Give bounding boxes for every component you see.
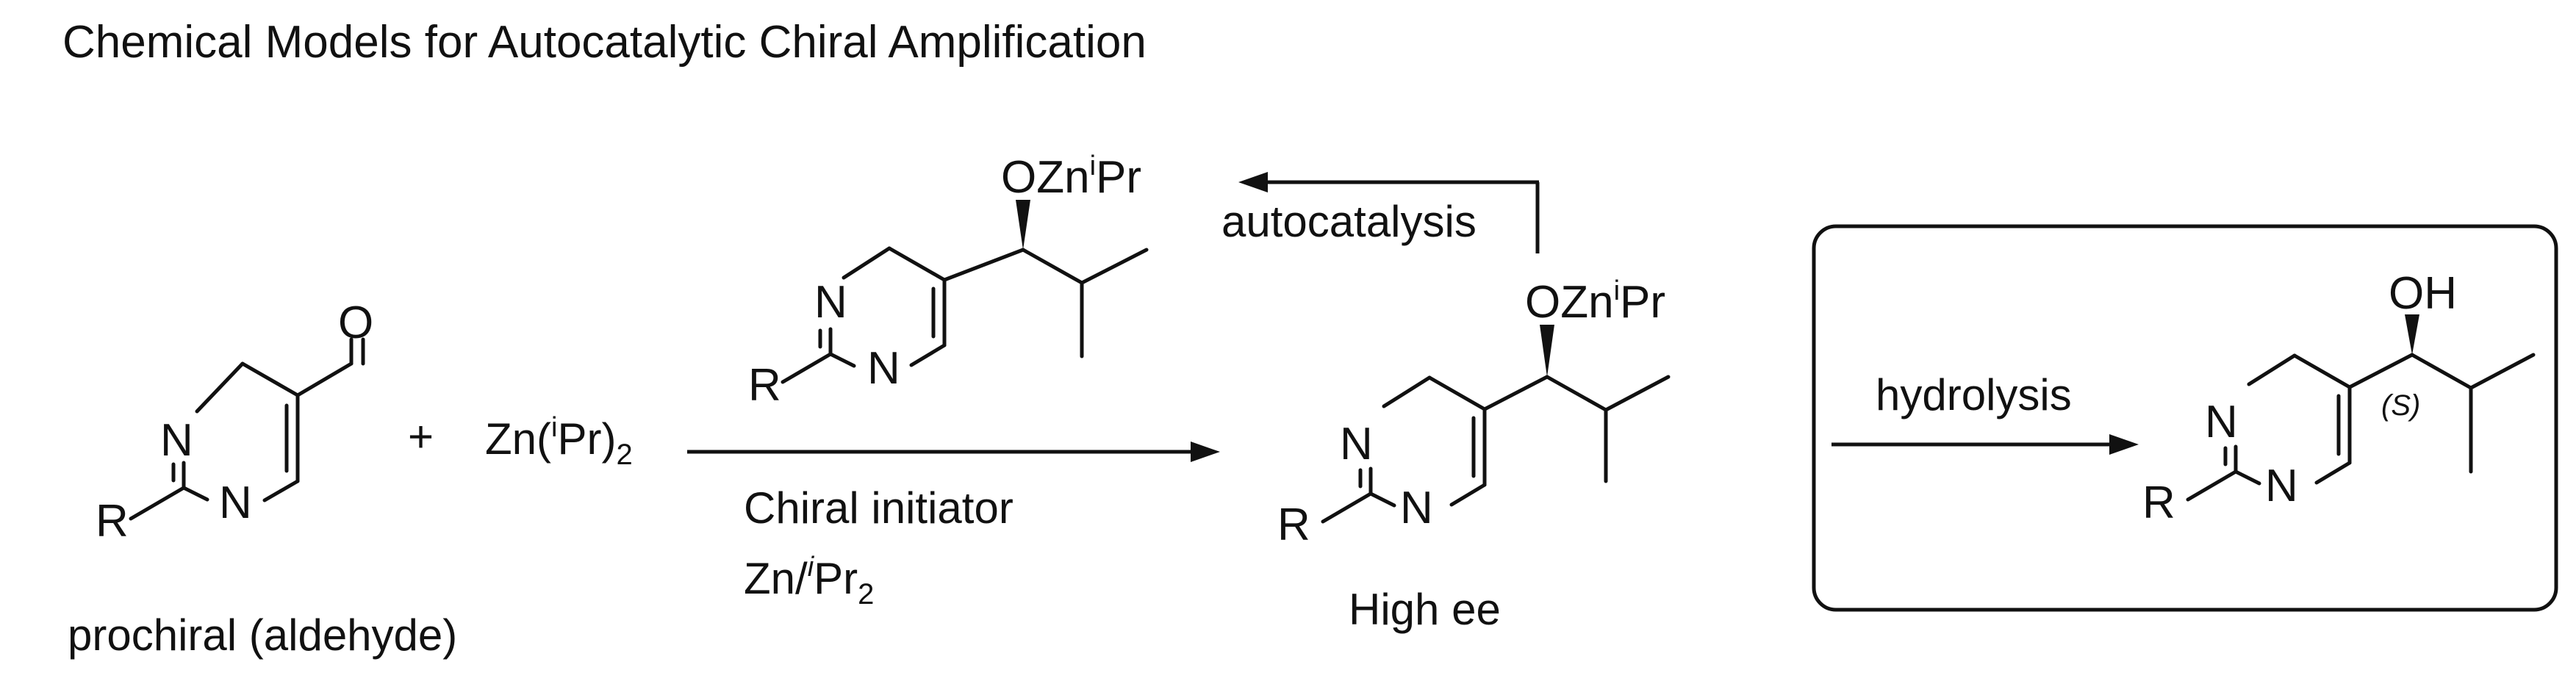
ring-bond bbox=[2292, 353, 2352, 389]
ring-bond bbox=[828, 352, 856, 368]
side-chain-bond bbox=[1545, 375, 1608, 412]
side-chain-bond bbox=[1482, 375, 1549, 411]
chiral-catalyst: N N R OZniPr bbox=[748, 151, 1149, 411]
side-chain-bond bbox=[1021, 248, 1084, 285]
hydrolysis-arrow bbox=[1831, 434, 2139, 455]
arrow-head bbox=[1191, 442, 1220, 462]
atom-nitrogen: N bbox=[814, 277, 847, 328]
scheme-title: Chemical Models for Autocatalytic Chiral… bbox=[62, 17, 1147, 68]
reactant-aldehyde: O N N R prochiral (aldehyde) bbox=[68, 298, 457, 660]
atom-nitrogen: N bbox=[160, 415, 193, 466]
product-caption: High ee bbox=[1349, 585, 1501, 634]
atom-r-group: R bbox=[2142, 478, 2175, 528]
final-alcohol: N N R OH (S) bbox=[2142, 268, 2536, 528]
side-chain-bond bbox=[2469, 353, 2536, 390]
ring-bond bbox=[240, 361, 300, 397]
atom-r-group: R bbox=[748, 360, 781, 411]
zinc-alkoxide-label: OZniPr bbox=[1525, 275, 1665, 328]
autocatalysis-arrow bbox=[1238, 172, 1540, 253]
reactant-caption: prochiral (aldehyde) bbox=[68, 610, 457, 660]
ring-bond bbox=[1449, 483, 1487, 507]
side-chain-bond bbox=[1080, 248, 1149, 285]
condition-chiral-initiator: Chiral initiator bbox=[744, 483, 1013, 533]
atom-nitrogen: N bbox=[1400, 483, 1433, 533]
ring-bond bbox=[182, 486, 209, 502]
atom-r-group: R bbox=[96, 496, 129, 547]
arrow-head bbox=[2109, 434, 2139, 455]
atom-nitrogen: N bbox=[2265, 461, 2298, 511]
autocatalysis-label: autocatalysis bbox=[1221, 197, 1477, 246]
hydrolysis-box bbox=[1812, 224, 2558, 612]
zinc-alkoxide-label: OZniPr bbox=[1001, 151, 1141, 203]
ring-bond bbox=[1382, 375, 1432, 408]
ring-bond bbox=[887, 246, 947, 282]
side-chain-bond bbox=[942, 248, 1025, 282]
side-chain-bond bbox=[2347, 353, 2414, 389]
ring-bond bbox=[909, 343, 947, 367]
r-bond bbox=[2186, 469, 2238, 502]
ring-bond bbox=[2247, 353, 2297, 386]
ring-bond bbox=[262, 479, 300, 502]
side-chain-bond bbox=[1604, 375, 1671, 412]
ring-bond bbox=[1427, 375, 1487, 411]
arrow-head bbox=[1238, 172, 1268, 192]
r-bond bbox=[1321, 491, 1373, 524]
aldehyde-bond bbox=[295, 361, 354, 397]
ring-bond bbox=[2314, 461, 2352, 485]
reagent-diisopropylzinc: Zn(iPr)2 bbox=[485, 412, 633, 471]
condition-zinc-reagent: Zn/iPr2 bbox=[744, 552, 874, 610]
atom-nitrogen: N bbox=[219, 478, 252, 528]
ring-bond bbox=[2234, 469, 2261, 486]
wedge-bond bbox=[2405, 314, 2419, 355]
side-chain-bond bbox=[2410, 353, 2473, 390]
atom-r-group: R bbox=[1277, 500, 1310, 550]
wedge-bond bbox=[1016, 200, 1030, 250]
ring-bond bbox=[195, 361, 245, 414]
product-zinc-alkoxide: N N R OZniPr High ee bbox=[1277, 275, 1671, 634]
hydrolysis-label: hydrolysis bbox=[1876, 370, 2072, 419]
atom-nitrogen: N bbox=[1340, 419, 1373, 469]
main-reaction-arrow bbox=[687, 442, 1220, 462]
stereo-descriptor: (S) bbox=[2381, 389, 2420, 422]
atom-hydroxyl: OH bbox=[2389, 268, 2457, 319]
ring-bond bbox=[1368, 491, 1396, 508]
ring-bond bbox=[842, 246, 891, 280]
atom-oxygen: O bbox=[338, 298, 373, 348]
atom-nitrogen: N bbox=[2205, 397, 2238, 447]
r-bond bbox=[129, 486, 186, 521]
wedge-bond bbox=[1540, 325, 1554, 377]
r-bond bbox=[781, 352, 833, 384]
plus-sign: + bbox=[408, 412, 434, 461]
atom-nitrogen: N bbox=[867, 343, 900, 394]
